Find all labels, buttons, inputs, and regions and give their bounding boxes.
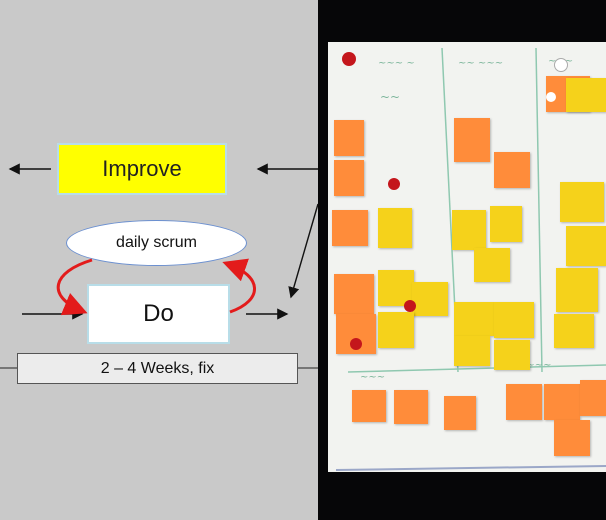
sticky-note bbox=[378, 208, 412, 248]
sticky-note bbox=[334, 120, 364, 156]
magnet-pin bbox=[342, 52, 356, 66]
sticky-note bbox=[454, 336, 490, 366]
sticky-note bbox=[378, 312, 414, 348]
sticky-note bbox=[566, 78, 606, 112]
sticky-note bbox=[452, 210, 486, 250]
iteration-length-box: 2 – 4 Weeks, fix bbox=[17, 353, 298, 384]
sticky-note bbox=[474, 248, 510, 282]
sticky-note bbox=[506, 384, 542, 420]
sticky-note bbox=[580, 380, 606, 416]
sticky-note bbox=[412, 282, 448, 316]
magnet-pin bbox=[350, 338, 362, 350]
diagram-panel: Improve daily scrum Do 2 – 4 Weeks, fix bbox=[17, 143, 298, 384]
do-label: Do bbox=[143, 300, 174, 327]
board-scribble: ~~ ~~~ bbox=[458, 58, 504, 69]
improve-box: Improve bbox=[57, 143, 227, 195]
magnet-pin bbox=[404, 300, 416, 312]
sticky-note bbox=[454, 118, 490, 162]
sticky-note bbox=[544, 384, 580, 420]
magnet-pin bbox=[388, 178, 400, 190]
sticky-note bbox=[560, 182, 604, 222]
sticky-note bbox=[554, 420, 590, 456]
magnet-pin bbox=[546, 92, 556, 102]
sticky-note bbox=[494, 152, 530, 188]
sticky-note bbox=[332, 210, 368, 246]
daily-scrum-label: daily scrum bbox=[116, 234, 197, 251]
improve-label: Improve bbox=[102, 156, 182, 181]
sticky-note bbox=[352, 390, 386, 422]
do-box: Do bbox=[87, 284, 230, 344]
sticky-note bbox=[554, 314, 594, 348]
sticky-note bbox=[566, 226, 606, 266]
board-scribble: ~~~ bbox=[360, 372, 386, 383]
sticky-note bbox=[454, 302, 494, 336]
sticky-note bbox=[334, 160, 364, 196]
daily-scrum-ellipse: daily scrum bbox=[66, 220, 247, 266]
board-scribble: ~~~ ~ bbox=[378, 58, 415, 69]
iteration-length-label: 2 – 4 Weeks, fix bbox=[100, 359, 215, 377]
board-scribble: ~~~~ bbox=[518, 360, 552, 371]
sticky-note bbox=[394, 390, 428, 424]
task-board-photo-icon: ~~~ ~ ~~ ~~~ ~~~ ~~ ~~~ ~~~~ bbox=[318, 0, 606, 520]
board-scribble: ~~ bbox=[380, 90, 401, 104]
sticky-note bbox=[494, 340, 530, 370]
sticky-note bbox=[334, 274, 374, 314]
sticky-note bbox=[444, 396, 476, 430]
magnet-pin bbox=[554, 58, 568, 72]
sticky-note bbox=[556, 268, 598, 312]
sticky-note bbox=[490, 206, 522, 242]
sticky-note bbox=[494, 302, 534, 338]
